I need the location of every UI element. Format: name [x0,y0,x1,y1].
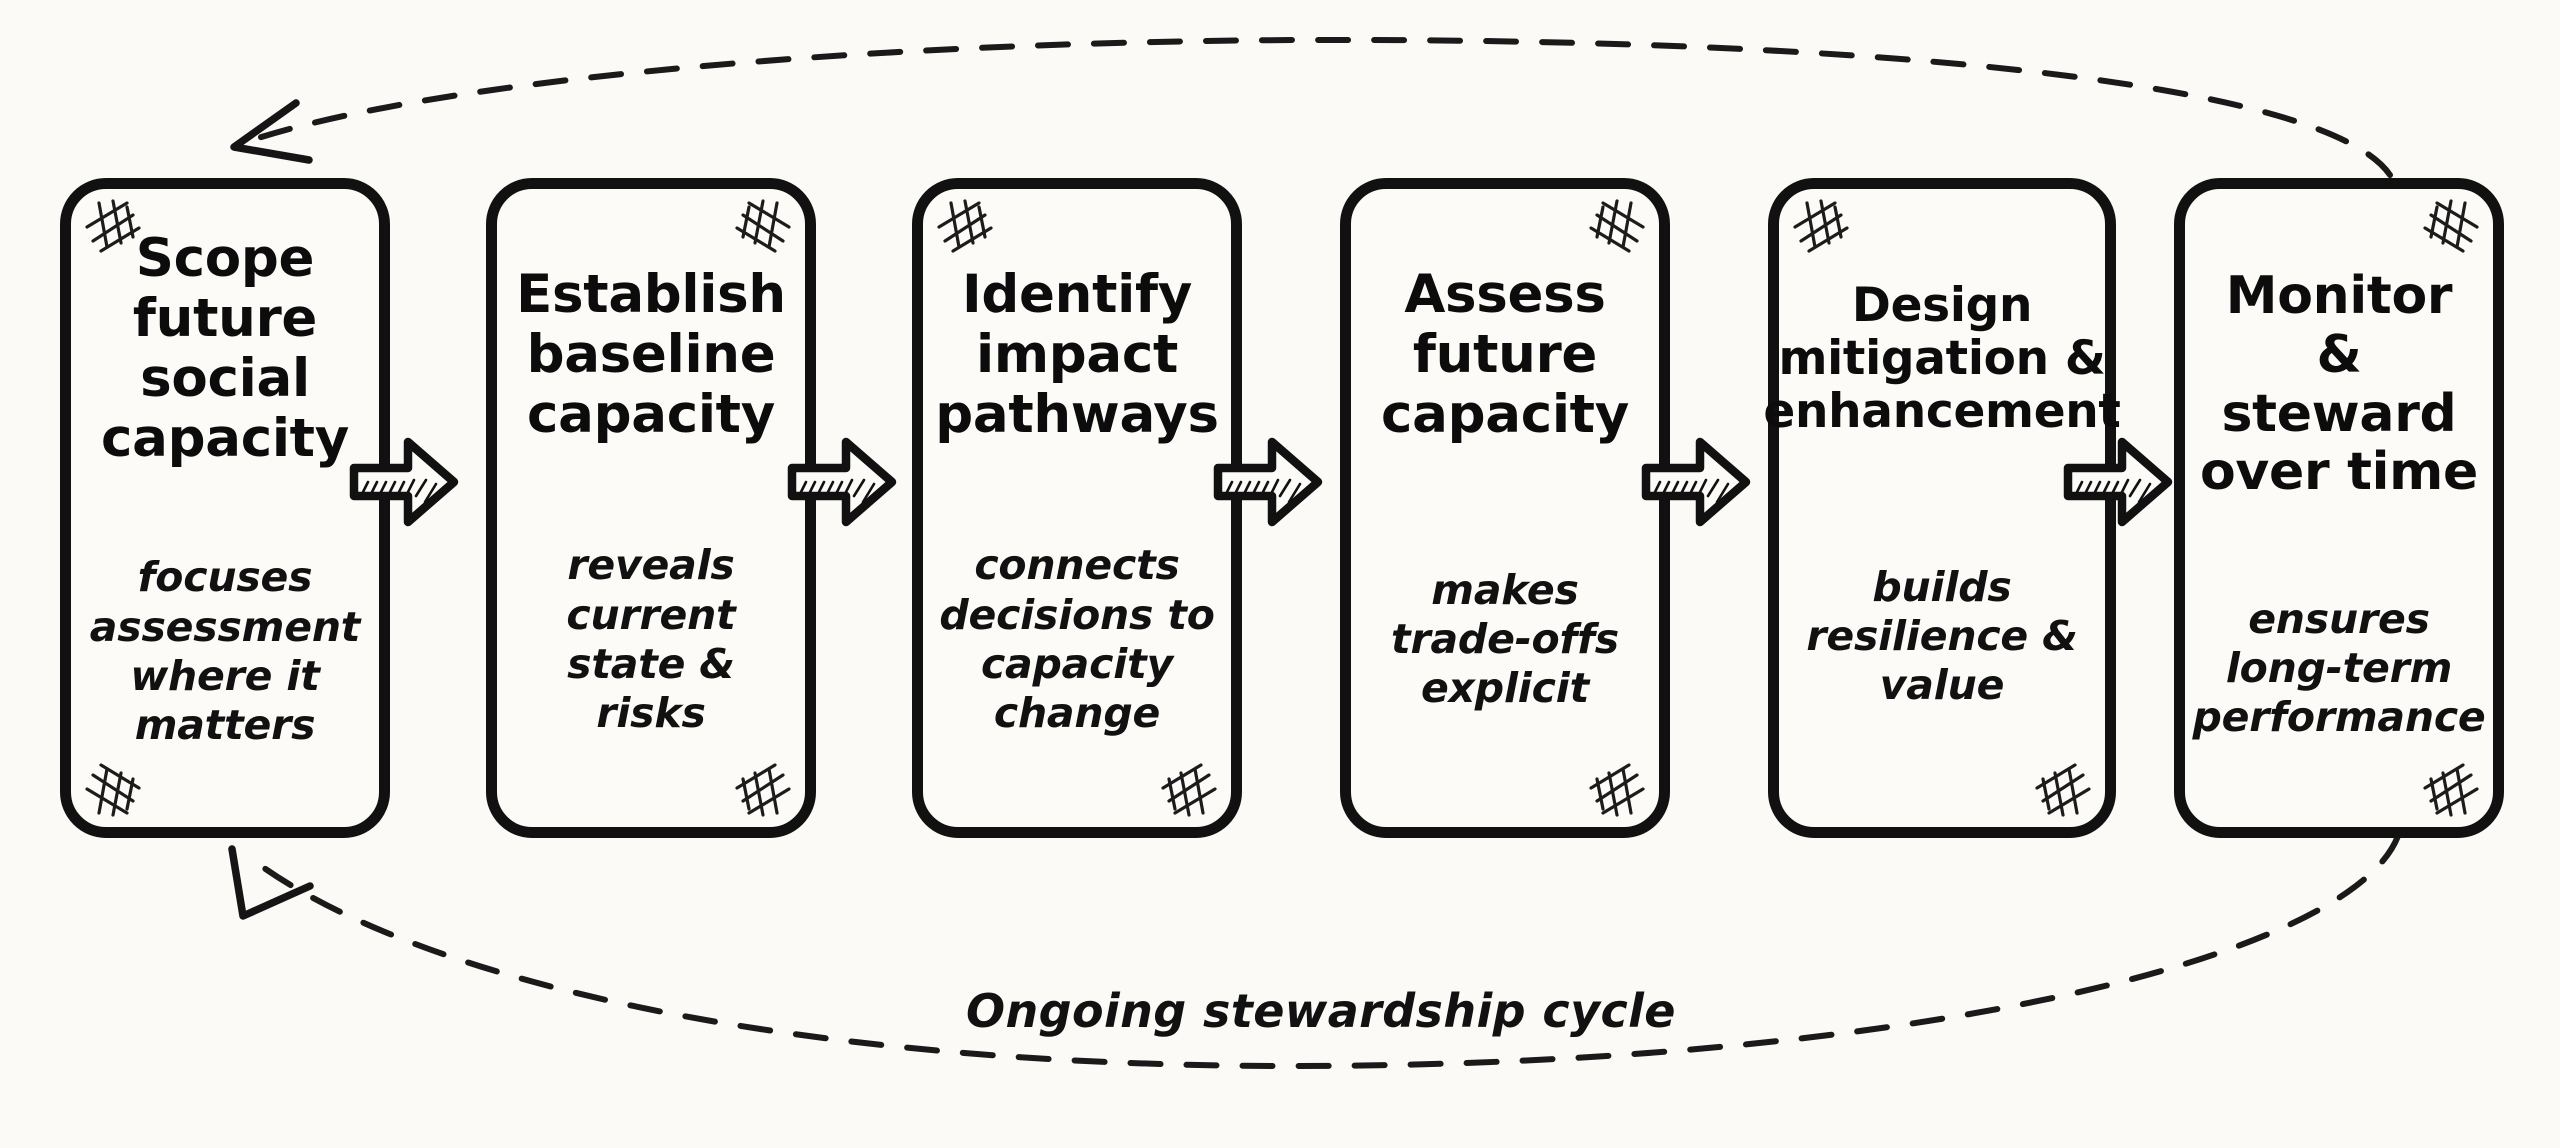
step-box-1[interactable]: Scope future social capacity focuses ass… [60,178,390,838]
corner-hatch-icon [2423,199,2479,253]
step-box-5[interactable]: Design mitigation & enhancement builds r… [1763,178,2121,838]
step-box-2[interactable]: Establish baseline capacity reveals curr… [486,178,816,838]
step-subtitle: makes trade-offs explicit [1391,566,1619,713]
corner-hatch-icon [735,199,791,253]
cycle-caption: Ongoing stewardship cycle [966,984,1676,1038]
corner-hatch-icon [2035,763,2091,817]
corner-hatch-icon [1793,199,1849,253]
connector-arrow-3-4 [1213,437,1323,527]
corner-hatch-icon [937,199,993,253]
step-title: Scope future social capacity [101,228,349,469]
connector-arrow-4-5 [1641,437,1751,527]
corner-hatch-icon [1589,763,1645,817]
step-box-4[interactable]: Assess future capacity makes trade-offs … [1340,178,1670,838]
step-title: Identify impact pathways [935,264,1219,445]
step-title: Design mitigation & enhancement [1763,278,2121,440]
corner-hatch-icon [85,763,141,817]
corner-hatch-icon [1161,763,1217,817]
cycle-loop-top-arrowhead [230,99,313,164]
connector-arrow-5-6 [2063,437,2173,527]
step-title: Assess future capacity [1381,264,1629,445]
step-title: Establish baseline capacity [516,264,786,445]
step-box-3[interactable]: Identify impact pathways connects decisi… [912,178,1242,838]
step-subtitle: reveals current state & risks [566,541,736,737]
step-title: Monitor & steward over time [2199,266,2479,503]
connector-arrow-2-3 [787,437,897,527]
connector-arrow-1-2 [349,437,459,527]
cycle-loop-bottom-arrowhead [228,845,314,920]
corner-hatch-icon [1589,199,1645,253]
corner-hatch-icon [735,763,791,817]
corner-hatch-icon [2423,763,2479,817]
step-subtitle: ensures long-term performance [2192,594,2486,742]
step-subtitle: focuses assessment where it matters [89,553,361,749]
corner-hatch-icon [85,199,141,253]
step-subtitle: builds resilience & value [1806,562,2078,710]
cycle-loop-top-path [243,36,2393,178]
step-box-6[interactable]: Monitor & steward over time ensures long… [2174,178,2504,838]
step-subtitle: connects decisions to capacity change [939,541,1215,737]
